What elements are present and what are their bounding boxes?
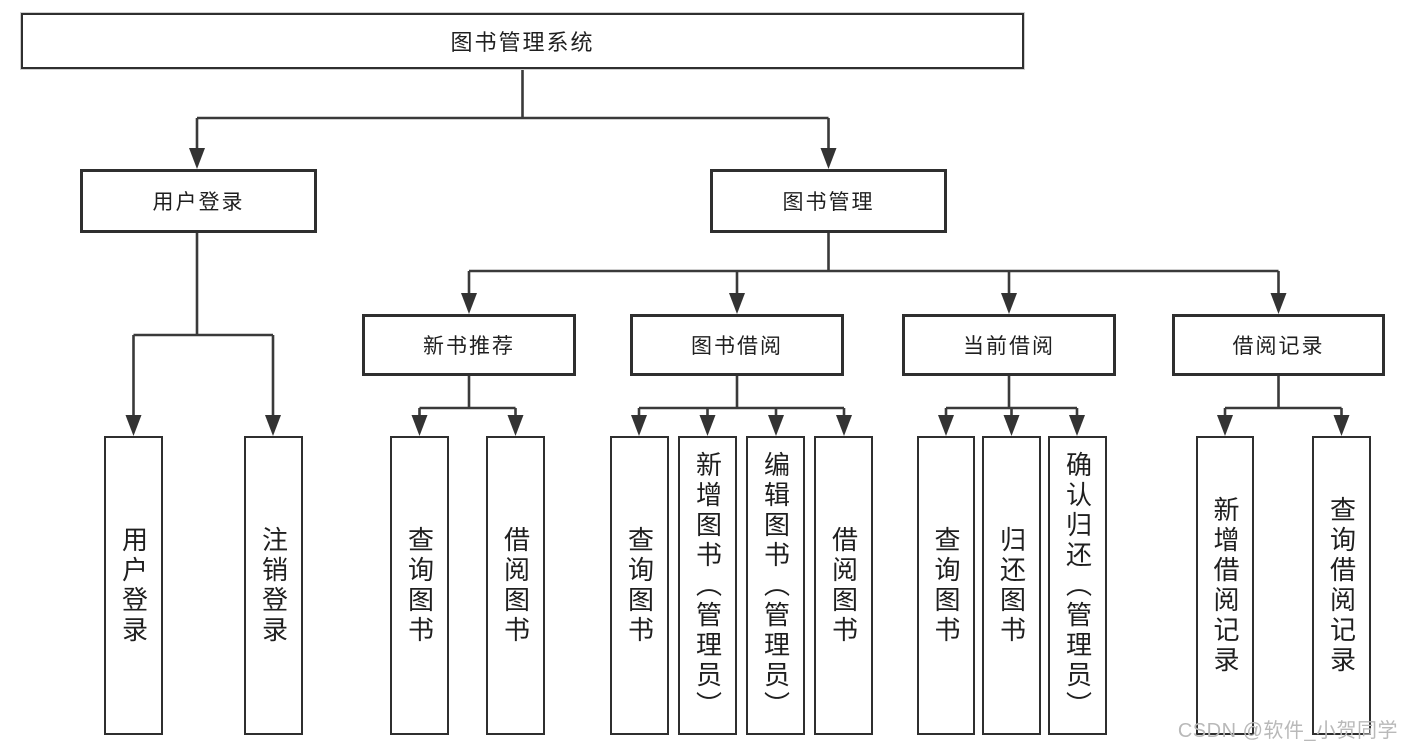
leaf-user-login: 用户登录 [104,436,163,735]
leaf-user-login-label: 用户登录 [118,525,149,646]
node-user-login: 用户登录 [80,169,317,233]
connector-currentborrow-to-leaves [944,376,1079,416]
leaf-bb-borrow-books: 借阅图书 [814,436,873,735]
leaf-cb-query-books-label: 查询图书 [931,525,961,646]
leaf-logout-login-label: 注销登录 [258,525,289,646]
leaf-br-add-borrow-record: 新增借阅记录 [1196,436,1254,735]
node-library-system: 图书管理系统 [21,13,1024,69]
leaf-bb-borrow-books-label: 借阅图书 [828,525,859,646]
node-book-borrow: 图书借阅 [630,314,844,376]
leaf-bb-edit-books-admin-label: 编辑图书（管理员） [760,450,791,721]
leaf-cb-confirm-return-admin: 确认归还（管理员） [1048,436,1107,735]
arrowheads [125,148,1350,436]
connector-userlogin-to-leaves [132,233,275,416]
leaf-cb-return-books-label: 归还图书 [996,525,1027,646]
leaf-cb-confirm-return-admin-label: 确认归还（管理员） [1062,450,1093,721]
leaf-nbr-query-books-label: 查询图书 [404,525,435,646]
leaf-bb-query-books-label: 查询图书 [624,525,655,646]
csdn-watermark: CSDN @软件_小贺同学 [1177,720,1398,742]
connector-bookmgmt-to-level3 [467,233,1280,295]
leaf-br-query-borrow-record: 查询借阅记录 [1312,436,1371,735]
leaf-cb-query-books: 查询图书 [917,436,975,735]
leaf-bb-add-books-admin-label: 新增图书（管理员） [692,450,723,721]
node-borrow-records: 借阅记录 [1172,314,1385,376]
node-current-borrow: 当前借阅 [902,314,1116,376]
node-book-management: 图书管理 [710,169,947,233]
leaf-bb-query-books: 查询图书 [610,436,669,735]
node-new-book-recommend: 新书推荐 [362,314,576,376]
leaf-bb-add-books-admin: 新增图书（管理员） [678,436,737,735]
leaf-logout-login: 注销登录 [244,436,303,735]
connector-root-to-level2 [195,69,830,150]
connector-newbookrec-to-leaves [418,376,517,416]
connector-bookborrow-to-leaves [637,376,846,416]
leaf-nbr-query-books: 查询图书 [390,436,449,735]
leaf-br-query-borrow-record-label: 查询借阅记录 [1326,495,1357,676]
leaf-nbr-borrow-books-label: 借阅图书 [500,525,531,646]
connector-borrowrecord-to-leaves [1223,376,1343,416]
leaf-br-add-borrow-record-label: 新增借阅记录 [1210,495,1240,676]
leaf-bb-edit-books-admin: 编辑图书（管理员） [746,436,805,735]
leaf-cb-return-books: 归还图书 [982,436,1041,735]
leaf-nbr-borrow-books: 借阅图书 [486,436,545,735]
